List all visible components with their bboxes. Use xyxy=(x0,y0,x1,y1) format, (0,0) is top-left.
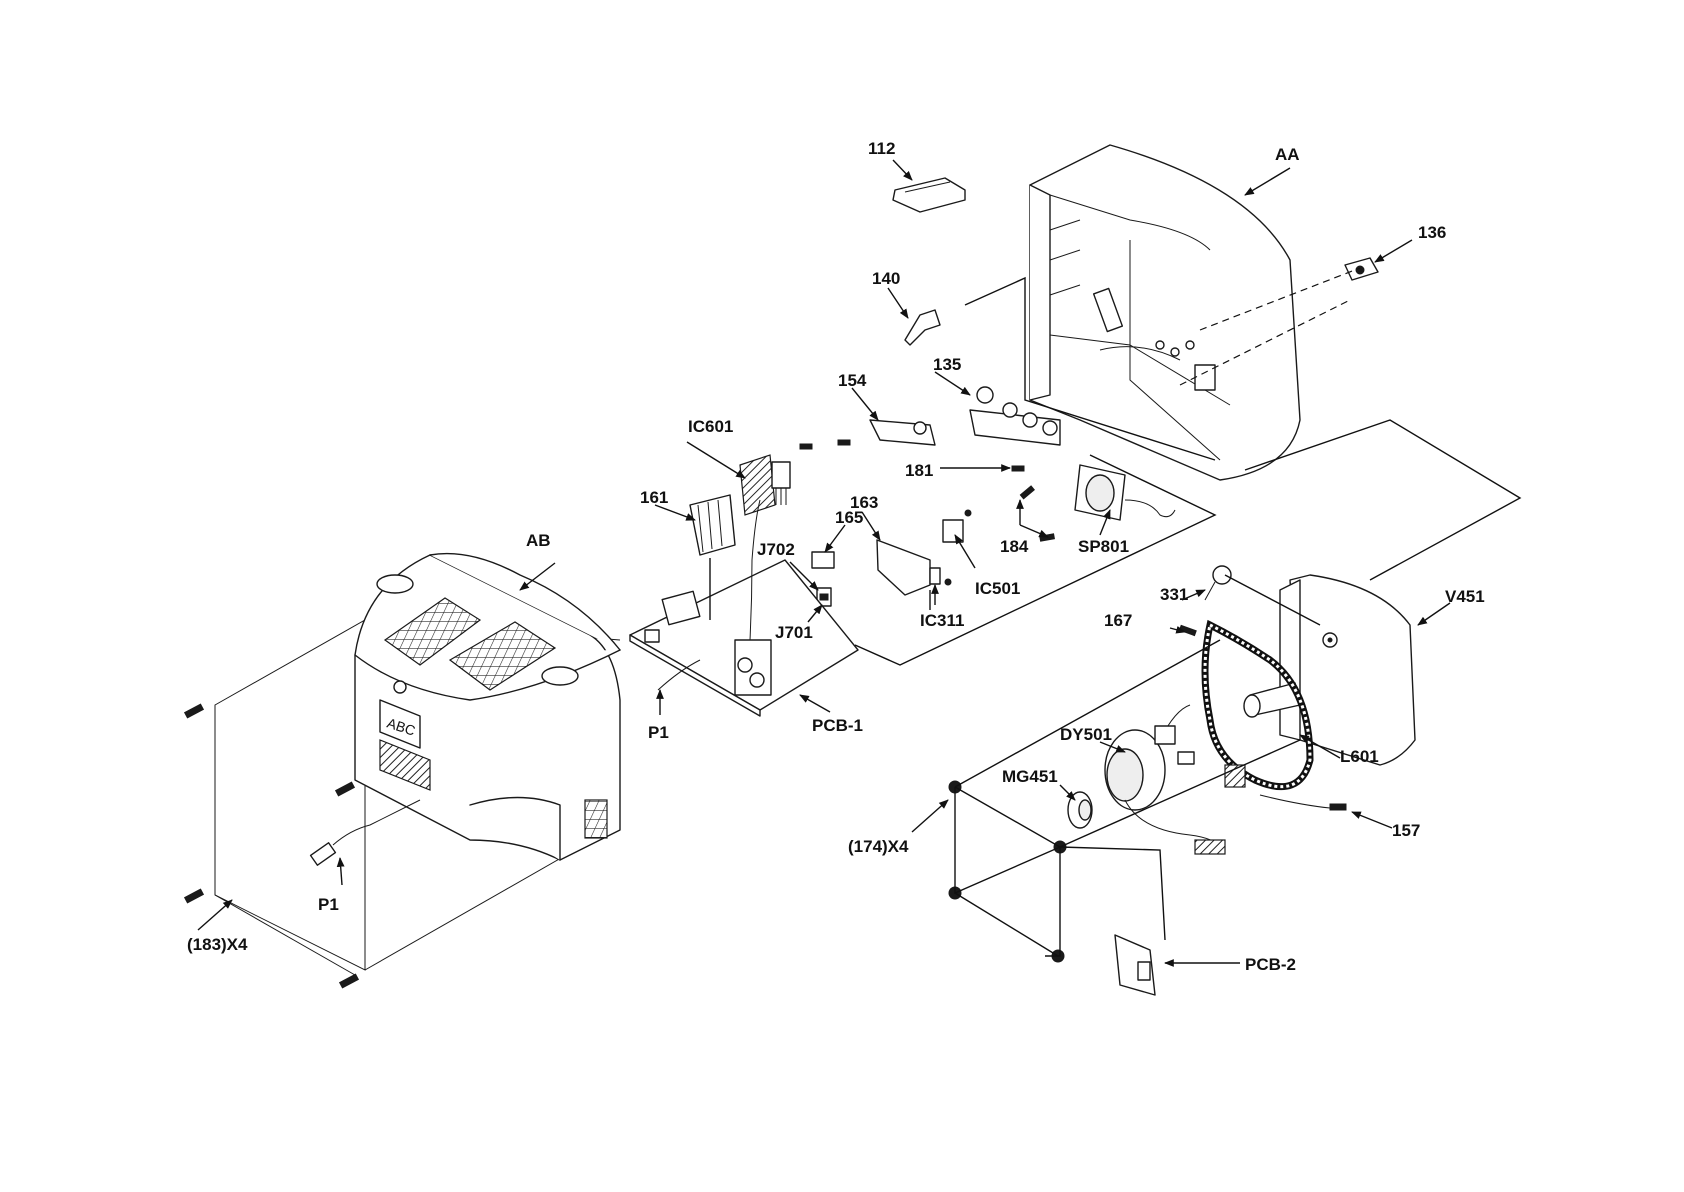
label-167: 167 xyxy=(1104,611,1132,630)
label-p1-board: P1 xyxy=(648,723,669,742)
label-112: 112 xyxy=(868,139,895,158)
ground-clip-331 xyxy=(1205,566,1231,600)
label-ab: AB xyxy=(526,531,551,550)
ic311 xyxy=(930,568,951,585)
label-154: 154 xyxy=(838,371,867,390)
label-135: 135 xyxy=(933,355,961,374)
label-v451: V451 xyxy=(1445,587,1485,606)
label-mg451: MG451 xyxy=(1002,767,1058,786)
crt-v451 xyxy=(1244,575,1415,765)
label-l601: L601 xyxy=(1340,747,1379,766)
front-cabinet-aa xyxy=(1030,145,1300,480)
label-174x4: (174)X4 xyxy=(848,837,909,856)
part-165 xyxy=(812,552,834,568)
label-331: 331 xyxy=(1160,585,1188,604)
label-183x4: (183)X4 xyxy=(187,935,248,954)
ground-wire-157 xyxy=(1260,795,1346,810)
label-136: 136 xyxy=(1418,223,1446,242)
label-ic311: IC311 xyxy=(920,611,964,630)
label-181: 181 xyxy=(905,461,933,480)
deflection-yoke-dy501 xyxy=(1105,705,1225,854)
pcb-1-board xyxy=(630,500,858,716)
ic601 xyxy=(740,455,790,515)
rear-cabinet-ab: ABC xyxy=(185,554,620,988)
bracket-163 xyxy=(877,540,930,595)
label-161: 161 xyxy=(640,488,668,507)
label-184: 184 xyxy=(1000,537,1029,556)
label-sp801: SP801 xyxy=(1078,537,1129,556)
label-163: 163 xyxy=(850,493,878,512)
speaker-sp801 xyxy=(1075,465,1175,520)
label-ic501: IC501 xyxy=(975,579,1020,598)
label-ic601: IC601 xyxy=(688,417,733,436)
label-aa: AA xyxy=(1275,145,1300,164)
label-j701: J701 xyxy=(775,623,813,642)
part-154-bracket xyxy=(870,420,935,445)
label-pcb2: PCB-2 xyxy=(1245,955,1296,974)
part-136-clip xyxy=(1345,258,1378,280)
label-dy501: DY501 xyxy=(1060,725,1112,744)
label-140: 140 xyxy=(872,269,900,288)
part-140-bracket xyxy=(905,310,940,345)
pcb-2-board xyxy=(1115,935,1155,995)
label-157: 157 xyxy=(1392,821,1420,840)
screw-174 xyxy=(949,781,1066,962)
label-pcb1: PCB-1 xyxy=(812,716,863,735)
rear-vent xyxy=(585,800,607,838)
heatsink-161 xyxy=(690,495,735,555)
label-p1-cord: P1 xyxy=(318,895,339,914)
label-j702: J702 xyxy=(757,540,795,559)
part-112-button xyxy=(893,178,965,212)
